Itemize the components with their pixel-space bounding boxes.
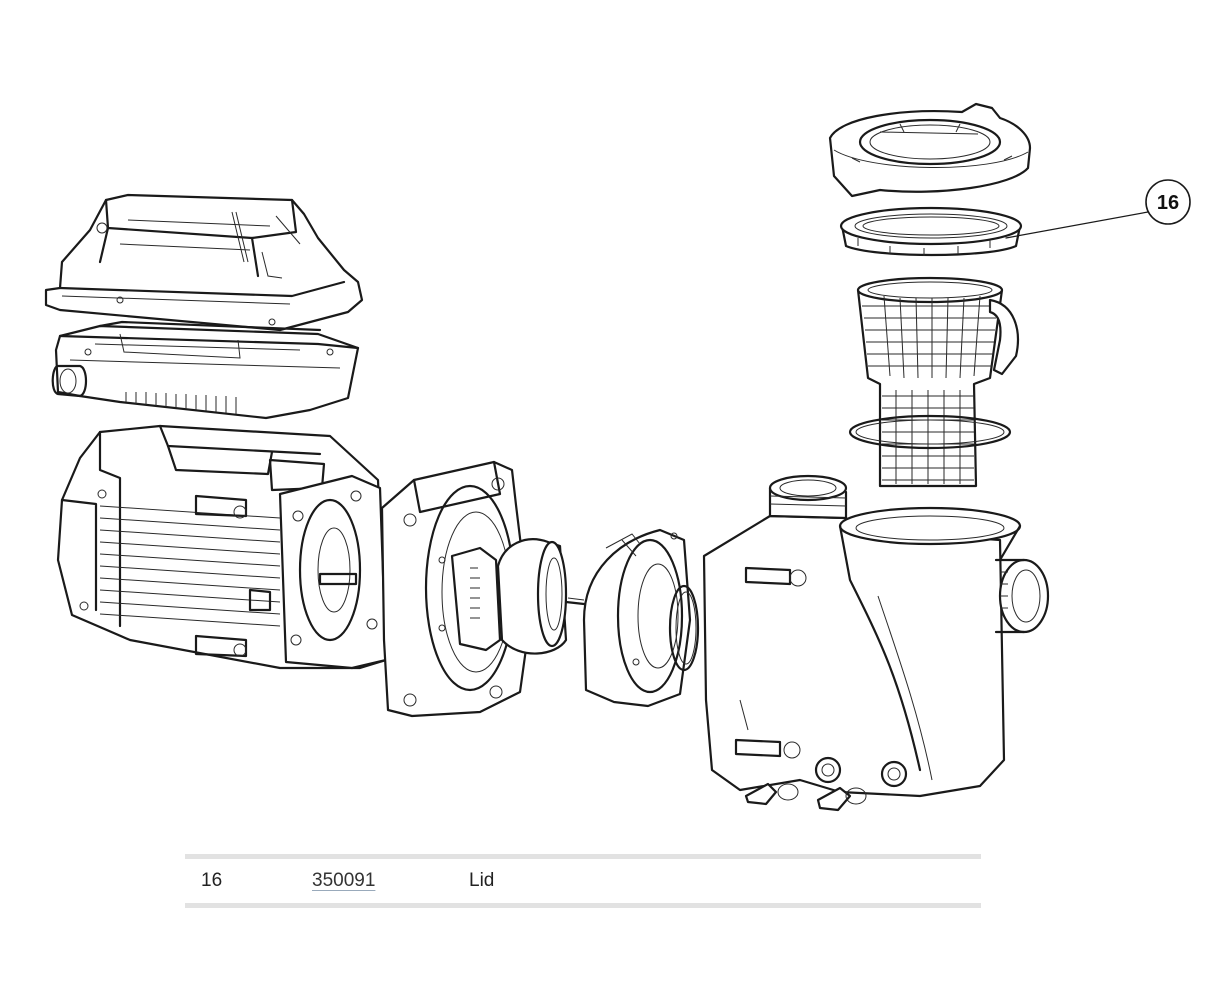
strainer-basket bbox=[856, 276, 1020, 488]
part-ref: 16 bbox=[201, 870, 223, 891]
motor bbox=[56, 424, 388, 670]
drive-cover bbox=[44, 193, 364, 332]
drive-base bbox=[51, 320, 360, 420]
exploded-pump-diagram: 16 bbox=[44, 102, 1191, 812]
callout-16[interactable]: 16 bbox=[1005, 179, 1191, 239]
basket-o-ring bbox=[848, 414, 1012, 450]
lid bbox=[839, 206, 1023, 257]
parts-table: 16 350091 Lid bbox=[185, 854, 981, 908]
part-description: Lid bbox=[469, 870, 495, 891]
diffuser bbox=[582, 528, 700, 708]
locking-ring bbox=[828, 102, 1032, 198]
pump-body bbox=[702, 474, 1050, 812]
table-row: 16 350091 Lid bbox=[185, 857, 981, 906]
part-number-cell: 350091 bbox=[312, 857, 469, 906]
part-number-link[interactable]: 350091 bbox=[312, 870, 376, 891]
callout-16-label: 16 bbox=[1157, 192, 1179, 214]
impeller bbox=[450, 538, 586, 655]
